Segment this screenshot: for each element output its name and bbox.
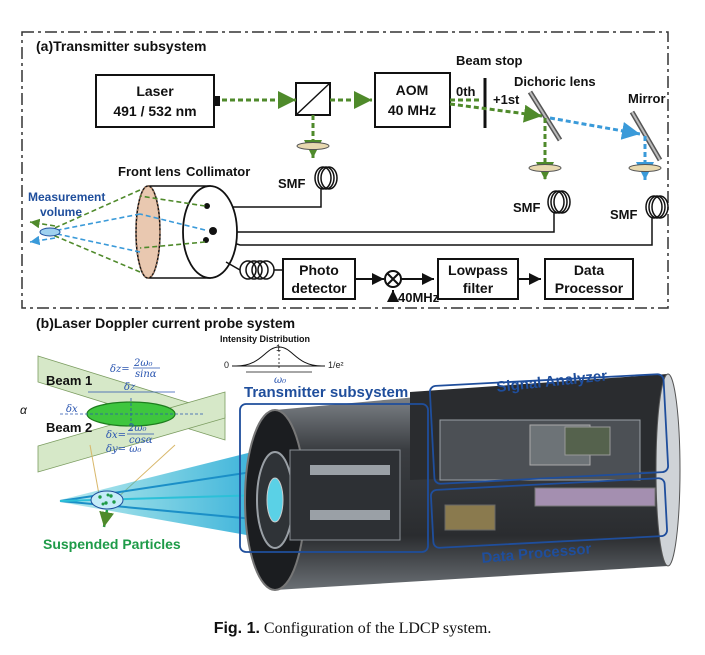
- laser-aperture: [214, 96, 220, 106]
- particles: [98, 493, 116, 506]
- figure-caption: Fig. 1. Configuration of the LDCP system…: [0, 620, 705, 638]
- dz-denominator: sinα: [135, 369, 157, 380]
- suspended-particles-label: Suspended Particles: [43, 536, 181, 552]
- dx-marker-label: δx: [66, 404, 78, 415]
- probe-housing: [244, 373, 681, 591]
- lowpass-filter-label-2: filter: [463, 280, 494, 296]
- aom-box: [374, 72, 451, 128]
- smf-label-3: SMF: [610, 207, 638, 222]
- measurement-volume-marker: [39, 227, 61, 237]
- lowpass-filter-label-1: Lowpass: [448, 262, 508, 278]
- blue-beam-dichroic-mirror: [549, 116, 641, 140]
- mirror-label: Mirror: [628, 91, 666, 106]
- collimator-label: Collimator: [186, 164, 250, 179]
- panel-a: (a)Transmitter subsystem Laser 491 / 532…: [21, 31, 669, 309]
- panel-a-frame: [21, 31, 669, 309]
- coupling-lens-2: [528, 164, 562, 172]
- dz-numerator: 2ω₀: [133, 358, 153, 369]
- ldcp-figure: (a)Transmitter subsystem Laser 491 / 532…: [20, 31, 681, 591]
- smf-coil-3: [645, 195, 669, 219]
- panel-b-title: (b)Laser Doppler current probe system: [36, 315, 295, 331]
- probe-beams: [29, 189, 206, 273]
- particle-region: [90, 490, 124, 510]
- figure-caption-label: Fig. 1.: [213, 620, 260, 637]
- aom-frequency: 40 MHz: [388, 102, 436, 118]
- intensity-axis-peak: 1: [276, 343, 281, 353]
- receive-fiber-coil: [239, 260, 275, 280]
- data-processor-label-2: Processor: [555, 280, 624, 296]
- mixer-frequency-label: 40MHz: [398, 290, 440, 305]
- dx-denominator: cosα: [129, 435, 153, 446]
- smf-coil-2: [547, 190, 571, 214]
- data-processor-label-1: Data: [574, 262, 605, 278]
- laser-box: [95, 74, 215, 128]
- dz-formula: δz=: [110, 364, 130, 375]
- laser-wavelength: 491 / 532 nm: [113, 103, 196, 119]
- alpha-label: α: [20, 403, 28, 417]
- photo-detector-label-2: detector: [291, 280, 347, 296]
- data-processor-box: [544, 258, 634, 300]
- order-1-label: +1st: [493, 92, 520, 107]
- smf-label-2: SMF: [513, 200, 541, 215]
- dy-formula: δy= ω₀: [106, 444, 141, 455]
- transmitter-subsystem-label: Transmitter subsystem: [244, 384, 408, 401]
- data-processor-outline: [430, 477, 668, 549]
- dz-marker-label: δz: [124, 382, 136, 393]
- intensity-axis-zero: 0: [224, 360, 229, 370]
- measurement-volume-label-1: Measurement: [28, 190, 105, 204]
- smf-coil-1: [314, 166, 338, 190]
- smf-label-1: SMF: [278, 176, 306, 191]
- intensity-axis-e2: 1/e²: [328, 360, 344, 370]
- photo-detector-label-1: Photo: [299, 262, 339, 278]
- dx-numerator: 2ω₀: [127, 423, 147, 434]
- signal-analyzer-outline: [429, 373, 669, 485]
- dichroic-lens-label: Dichoric lens: [514, 74, 596, 89]
- laser-label: Laser: [136, 83, 174, 99]
- front-lens-label: Front lens: [118, 164, 181, 179]
- fiber-2: [213, 212, 555, 233]
- laser-beam-cone: [60, 450, 275, 540]
- beam-2-label: Beam 2: [46, 420, 92, 435]
- receive-fiber: [225, 261, 283, 271]
- panel-b: (b)Laser Doppler current probe system In…: [20, 315, 681, 591]
- coupling-lens-1: [296, 142, 330, 150]
- intensity-title: Intensity Distribution: [220, 334, 310, 344]
- dx-formula: δx=: [106, 430, 126, 441]
- aom-label: AOM: [396, 82, 429, 98]
- beam-1-label: Beam 1: [46, 373, 92, 388]
- panel-a-title: (a)Transmitter subsystem: [36, 38, 206, 54]
- beam-stop-label: Beam stop: [456, 53, 523, 68]
- measurement-volume-label-2: volume: [40, 205, 82, 219]
- transmitter-subsystem-outline: [239, 403, 429, 553]
- intensity-axis-width: ω₀: [274, 375, 286, 386]
- order-0-label: 0th: [456, 84, 476, 99]
- beam-crossing-inset: Beam 1 Beam 2 α δx δz δz= 2ω₀ sinα δx= 2…: [20, 355, 226, 501]
- lowpass-filter-box: [437, 258, 519, 300]
- figure-caption-text: Configuration of the LDCP system.: [263, 620, 492, 637]
- coupling-lens-3: [628, 164, 662, 172]
